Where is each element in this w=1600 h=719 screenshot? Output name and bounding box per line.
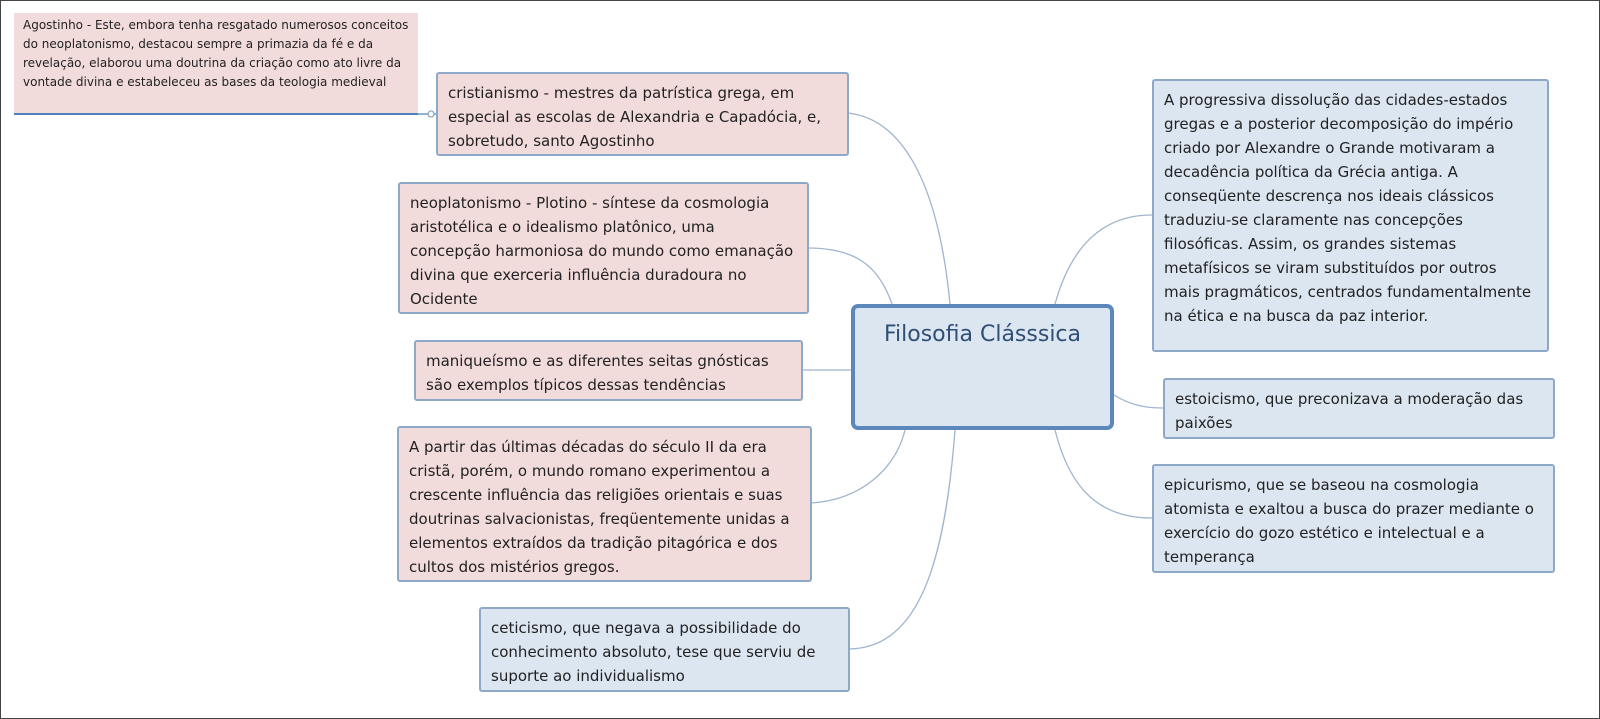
note-agostinho[interactable]: Agostinho - Este, embora tenha resgatado… (14, 13, 418, 115)
node-neoplatonismo[interactable]: neoplatonismo - Plotino - síntese da cos… (398, 182, 809, 314)
central-topic-title: Filosofia Clásssica (883, 322, 1082, 347)
connector-epicurismo (1054, 429, 1153, 519)
connector-estoicismo (1113, 394, 1164, 409)
connector-ceticismo (848, 429, 956, 650)
connector-apartir (810, 429, 906, 504)
node-maniqueismo[interactable]: maniqueísmo e as diferentes seitas gnóst… (414, 340, 803, 401)
node-epicurismo[interactable]: epicurismo, que se baseou na cosmologia … (1152, 464, 1555, 573)
central-topic[interactable]: Filosofia Clásssica (851, 304, 1114, 430)
note-anchor (427, 110, 435, 118)
connector-cristianismo (847, 112, 951, 305)
node-progressiva-dissolucao[interactable]: A progressiva dissolução das cidades-est… (1152, 79, 1549, 352)
connector-neoplatonismo (807, 247, 893, 305)
node-a-partir[interactable]: A partir das últimas décadas do século I… (397, 426, 812, 582)
connector-progressiva (1054, 214, 1153, 305)
node-ceticismo[interactable]: ceticismo, que negava a possibilidade do… (479, 607, 850, 692)
node-estoicismo[interactable]: estoicismo, que preconizava a moderação … (1163, 378, 1555, 439)
node-cristianismo[interactable]: cristianismo - mestres da patrística gre… (436, 72, 849, 156)
